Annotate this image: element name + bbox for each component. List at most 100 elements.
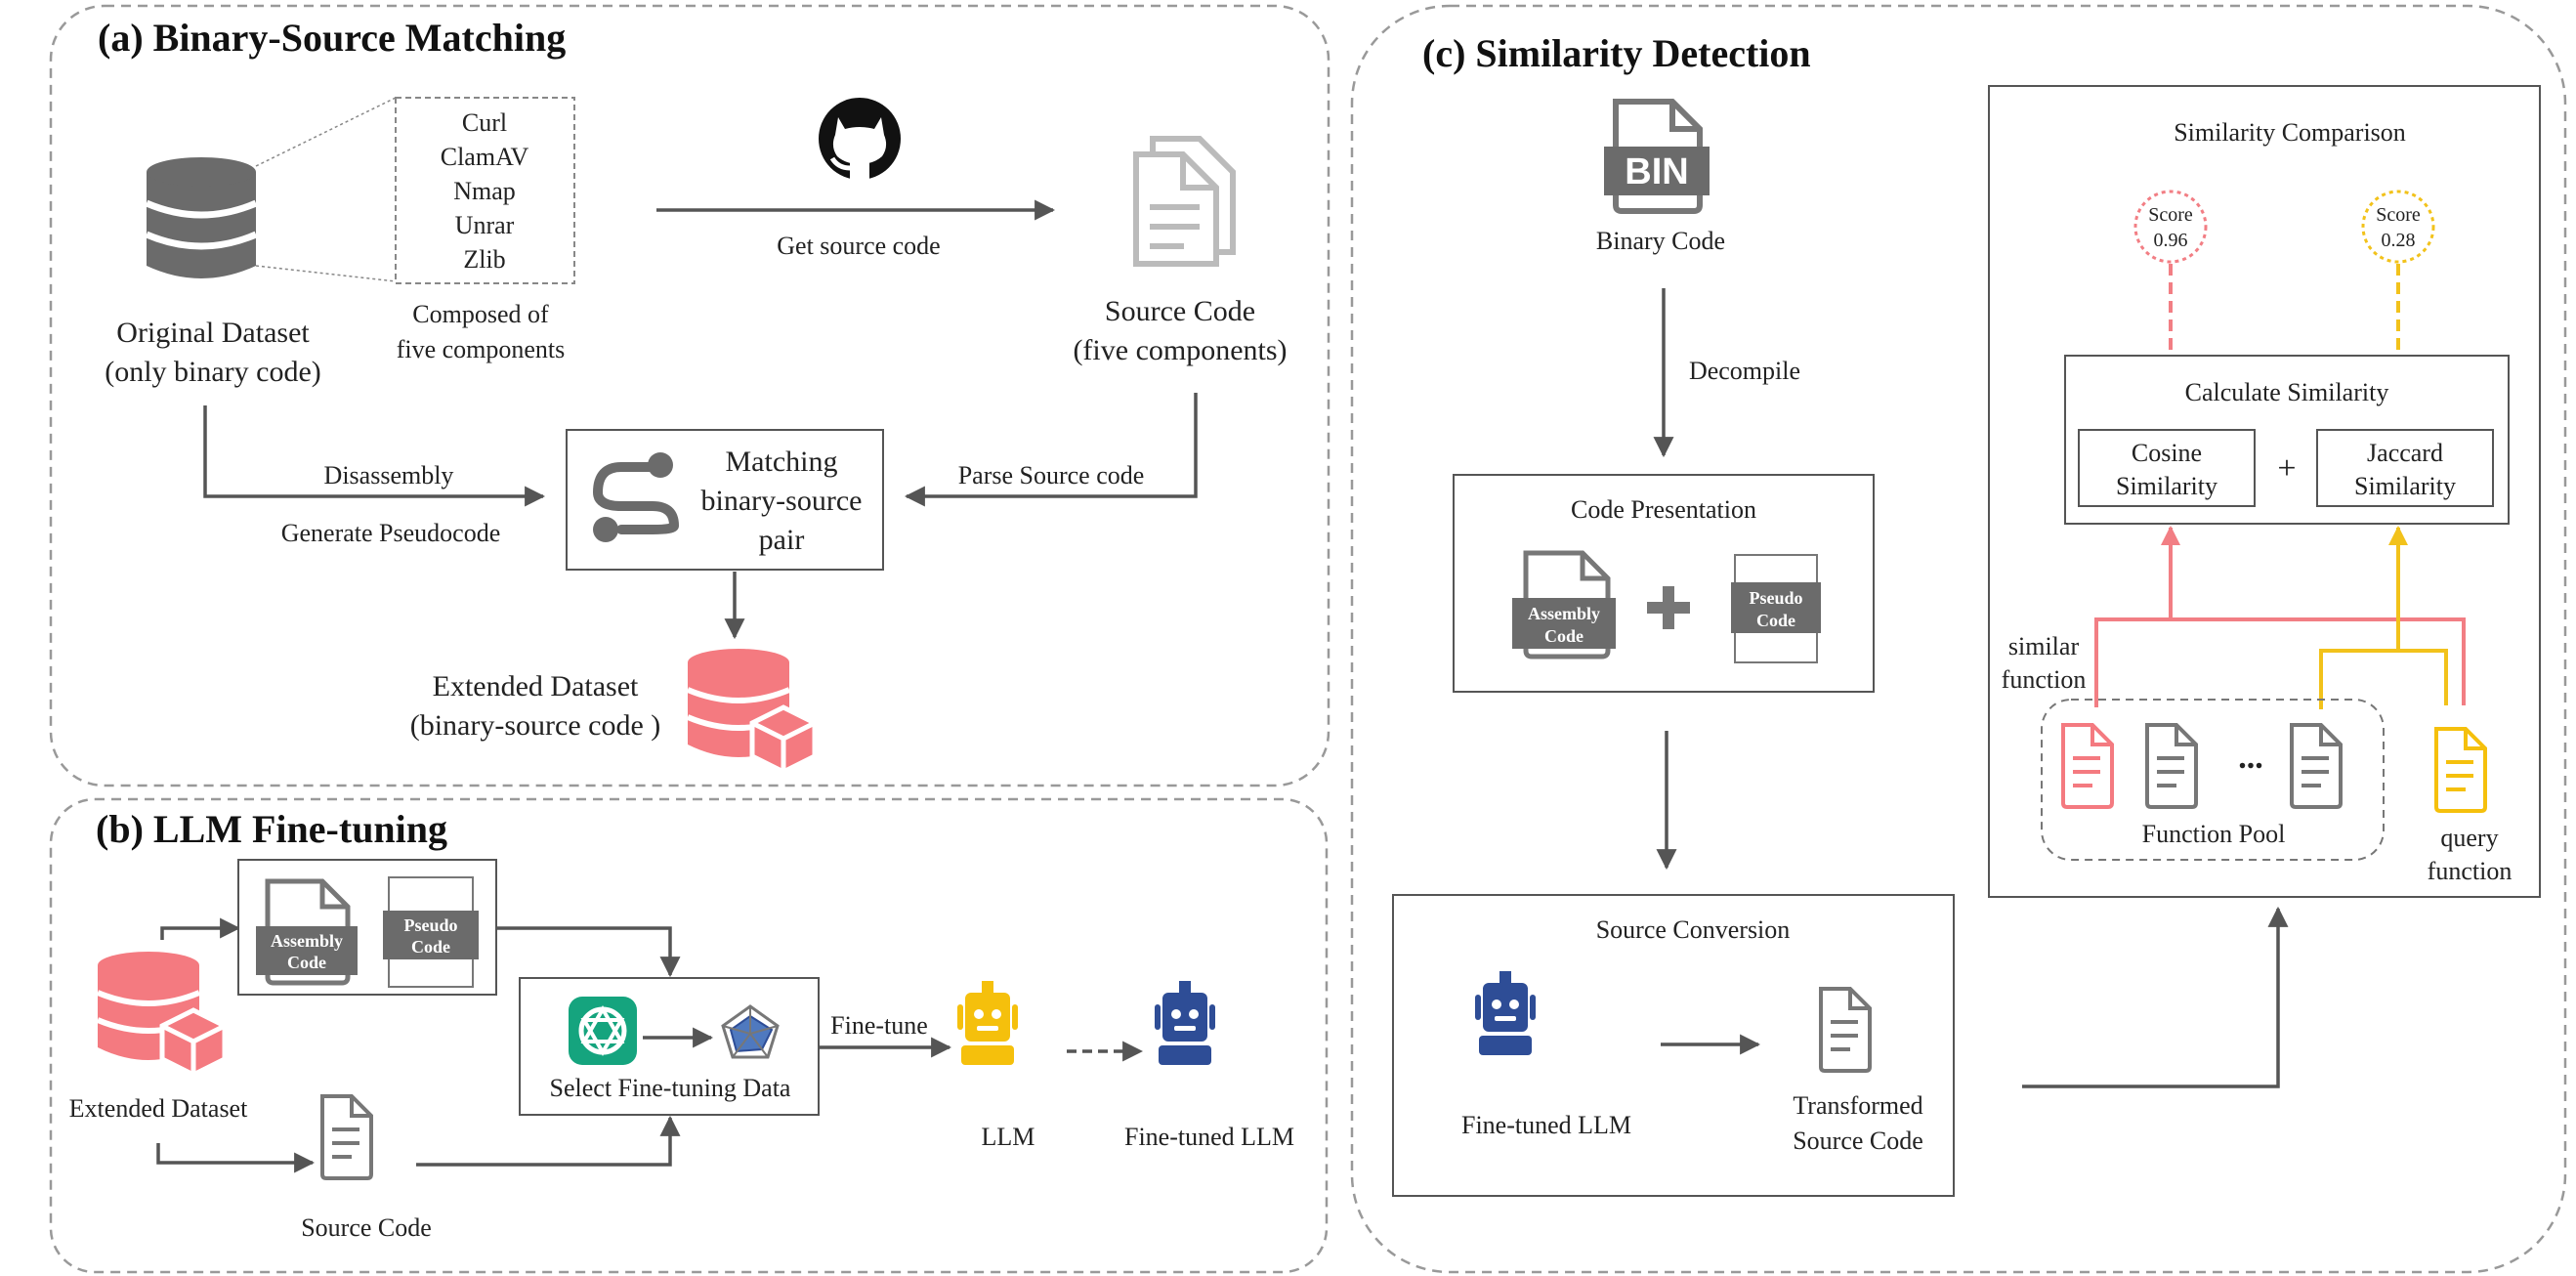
similar-function-label: similar (2008, 632, 2080, 660)
llm-label: LLM (982, 1123, 1035, 1151)
extended-dataset-label: Extended Dataset (69, 1094, 248, 1123)
parse-source-label: Parse Source code (958, 461, 1145, 489)
component-item: Unrar (455, 211, 515, 239)
database-icon (145, 157, 258, 278)
llm-robot-icon (957, 981, 1018, 1065)
pool-function-icon (2290, 723, 2343, 809)
svg-text:Assembly: Assembly (1528, 604, 1600, 623)
jaccard-label: Similarity (2354, 472, 2456, 500)
code-to-select-arrow (496, 926, 681, 978)
cosine-label: Cosine (2132, 439, 2202, 467)
finetuned-robot-icon (1155, 981, 1215, 1065)
disassembly-label: Disassembly (324, 461, 454, 489)
similar-function-label: function (2002, 665, 2087, 694)
calculate-similarity-label: Calculate Similarity (2185, 378, 2389, 406)
similarity-comparison-label: Similarity Comparison (2174, 118, 2406, 147)
parse-source-arrow (904, 393, 1198, 507)
section-a-title: (a) Binary-Source Matching (98, 16, 566, 60)
original-dataset-label: Original Dataset (116, 317, 310, 349)
query-score-value: 0.28 (2382, 230, 2416, 251)
section-b-title: (b) LLM Fine-tuning (96, 807, 447, 851)
ellipsis: ... (2238, 740, 2263, 776)
original-dataset-sublabel: (only binary code) (105, 356, 321, 388)
matching-label: Matching (726, 446, 838, 478)
source-code-label: Source Code (1105, 295, 1255, 327)
binary-code-label: Binary Code (1596, 227, 1725, 255)
query-function-icon (2434, 727, 2487, 813)
transformed-code-icon (1819, 987, 1872, 1073)
section-b-llm-finetuning: (b) LLM Fine-tuning Extended Dataset Ass… (49, 797, 1329, 1274)
pool-function-icon (2145, 723, 2198, 809)
plus-sign: + (2277, 450, 2296, 487)
bin-file-icon: BIN (1604, 99, 1710, 214)
database-box-icon (688, 649, 815, 772)
cosine-similarity-box (2078, 429, 2256, 507)
pseudo-code-icon: Pseudo Code (1731, 554, 1821, 663)
svg-text:BIN: BIN (1625, 151, 1688, 192)
component-item: Nmap (453, 177, 516, 205)
openai-icon (569, 997, 637, 1065)
source-code-label: Source Code (301, 1213, 432, 1242)
disassembly-arrow (203, 405, 546, 507)
code-presentation-label: Code Presentation (1571, 495, 1756, 524)
extended-dataset-sublabel: (binary-source code ) (410, 709, 661, 742)
components-caption: Composed of (412, 300, 549, 328)
score-word: Score (2148, 204, 2193, 226)
jaccard-label: Jaccard (2367, 439, 2443, 467)
score-word: Score (2376, 204, 2421, 226)
svg-text:Code: Code (1756, 611, 1795, 630)
extended-dataset-label: Extended Dataset (433, 670, 639, 702)
pseudocode-label: Generate Pseudocode (281, 519, 501, 547)
to-source-arrow (156, 1143, 316, 1173)
to-comparison-arrow (2022, 906, 2289, 1088)
svg-text:Assembly: Assembly (271, 931, 343, 951)
component-item: Zlib (463, 245, 505, 274)
source-to-select-arrow (416, 1115, 681, 1167)
matching-label: pair (759, 524, 805, 556)
finetuned-llm-label: Fine-tuned LLM (1461, 1111, 1631, 1139)
assembly-code-icon: Assembly Code (256, 878, 358, 986)
svg-text:Pseudo: Pseudo (1749, 588, 1802, 608)
section-a-frame (49, 4, 1330, 787)
decompile-label: Decompile (1689, 357, 1800, 385)
radar-chart-icon (721, 1004, 780, 1059)
svg-text:Pseudo: Pseudo (403, 915, 457, 935)
extended-dataset-icon (98, 952, 225, 1075)
components-box (395, 97, 575, 284)
svg-text:Code: Code (1544, 626, 1584, 646)
yellow-routing-line (2319, 649, 2448, 709)
source-code-icon (320, 1094, 373, 1180)
assembly-code-icon: Assembly Code (1512, 550, 1616, 659)
similar-score-value: 0.96 (2154, 230, 2188, 251)
github-icon (819, 98, 901, 180)
similar-function-icon (2061, 723, 2114, 809)
section-c-title: (c) Similarity Detection (1422, 31, 1811, 75)
zoom-line-bottom (255, 265, 397, 282)
function-pool-label: Function Pool (2142, 820, 2286, 848)
query-function-label: query (2440, 824, 2498, 852)
component-item: ClamAV (441, 143, 529, 171)
transformed-label: Source Code (1793, 1127, 1923, 1155)
pseudo-code-icon: Pseudo Code (383, 876, 479, 988)
query-score-badge (2361, 190, 2435, 264)
source-code-sublabel: (five components) (1073, 334, 1287, 366)
section-c-similarity-detection: (c) Similarity Detection BIN Binary Code… (1350, 4, 2567, 1274)
source-conversion-label: Source Conversion (1596, 915, 1791, 944)
svg-text:Code: Code (411, 937, 450, 957)
section-a-binary-source-matching: (a) Binary-Source Matching Curl ClamAV N… (49, 4, 1330, 787)
jaccard-similarity-box (2316, 429, 2494, 507)
select-data-label: Select Fine-tuning Data (550, 1074, 791, 1102)
svg-text:Code: Code (287, 953, 326, 972)
matching-box (566, 429, 884, 571)
finetuned-llm-label: Fine-tuned LLM (1124, 1123, 1294, 1151)
get-source-label: Get source code (777, 232, 940, 260)
cosine-label: Similarity (2116, 472, 2217, 500)
component-item: Curl (462, 108, 507, 137)
transformed-label: Transformed (1793, 1091, 1922, 1120)
to-code-box-arrow (160, 917, 241, 940)
query-function-label: function (2428, 857, 2513, 885)
pink-routing-line (2094, 617, 2466, 707)
finetune-label: Fine-tune (830, 1011, 928, 1040)
